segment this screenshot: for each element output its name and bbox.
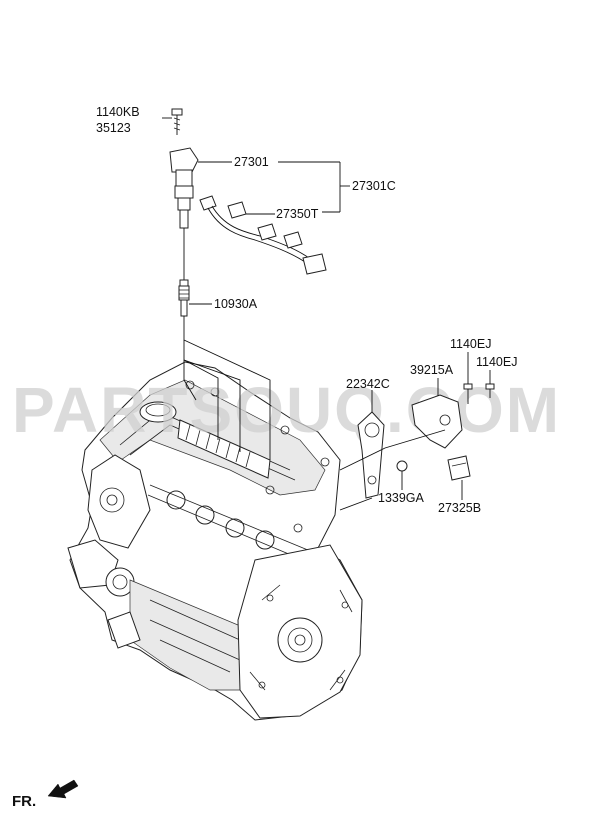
part-label-39215A[interactable]: 39215A: [410, 363, 454, 377]
cam-sensor-drawing: [357, 383, 495, 499]
part-label-10930A[interactable]: 10930A: [214, 297, 258, 311]
part-label-22342C[interactable]: 22342C: [346, 377, 390, 391]
part-label-1140KB[interactable]: 1140KB: [96, 105, 140, 119]
part-label-1140EJ-lower[interactable]: 1140EJ: [476, 355, 517, 369]
leader-lines: [162, 117, 491, 511]
ignition-coil-drawing: [169, 108, 327, 360]
front-arrow-icon: [47, 779, 79, 799]
front-direction-label: FR.: [12, 793, 36, 810]
watermark-text: PARTSOUQ.COM: [12, 374, 561, 446]
part-label-27325B[interactable]: 27325B: [438, 501, 481, 515]
part-label-27301[interactable]: 27301: [234, 155, 269, 169]
part-label-27350T[interactable]: 27350T: [276, 207, 319, 221]
part-label-1140EJ-upper[interactable]: 1140EJ: [450, 337, 491, 351]
part-labels: 1140KB 35123 27301 27301C 27350T 10930A …: [96, 105, 517, 515]
part-label-27301C[interactable]: 27301C: [352, 179, 396, 193]
front-direction-indicator: FR.: [12, 779, 79, 810]
engine-assembly-drawing: [67, 361, 363, 721]
part-label-1339GA[interactable]: 1339GA: [378, 491, 425, 505]
part-label-35123[interactable]: 35123: [96, 121, 131, 135]
